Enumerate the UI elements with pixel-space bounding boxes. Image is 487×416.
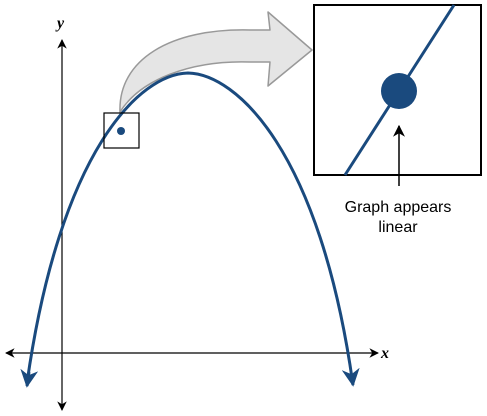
inset-point [381, 73, 417, 109]
parabola-left-arrow [20, 368, 39, 388]
y-axis-label: y [55, 15, 65, 32]
x-axis-label: x [380, 345, 389, 362]
caption-line-2: linear [378, 219, 418, 236]
curved-arrow-icon [119, 11, 313, 113]
zoom-point [117, 127, 125, 135]
zoom-region-box [103, 112, 140, 149]
caption-line-1: Graph appears [345, 199, 452, 216]
parabola-curve [25, 71, 360, 387]
